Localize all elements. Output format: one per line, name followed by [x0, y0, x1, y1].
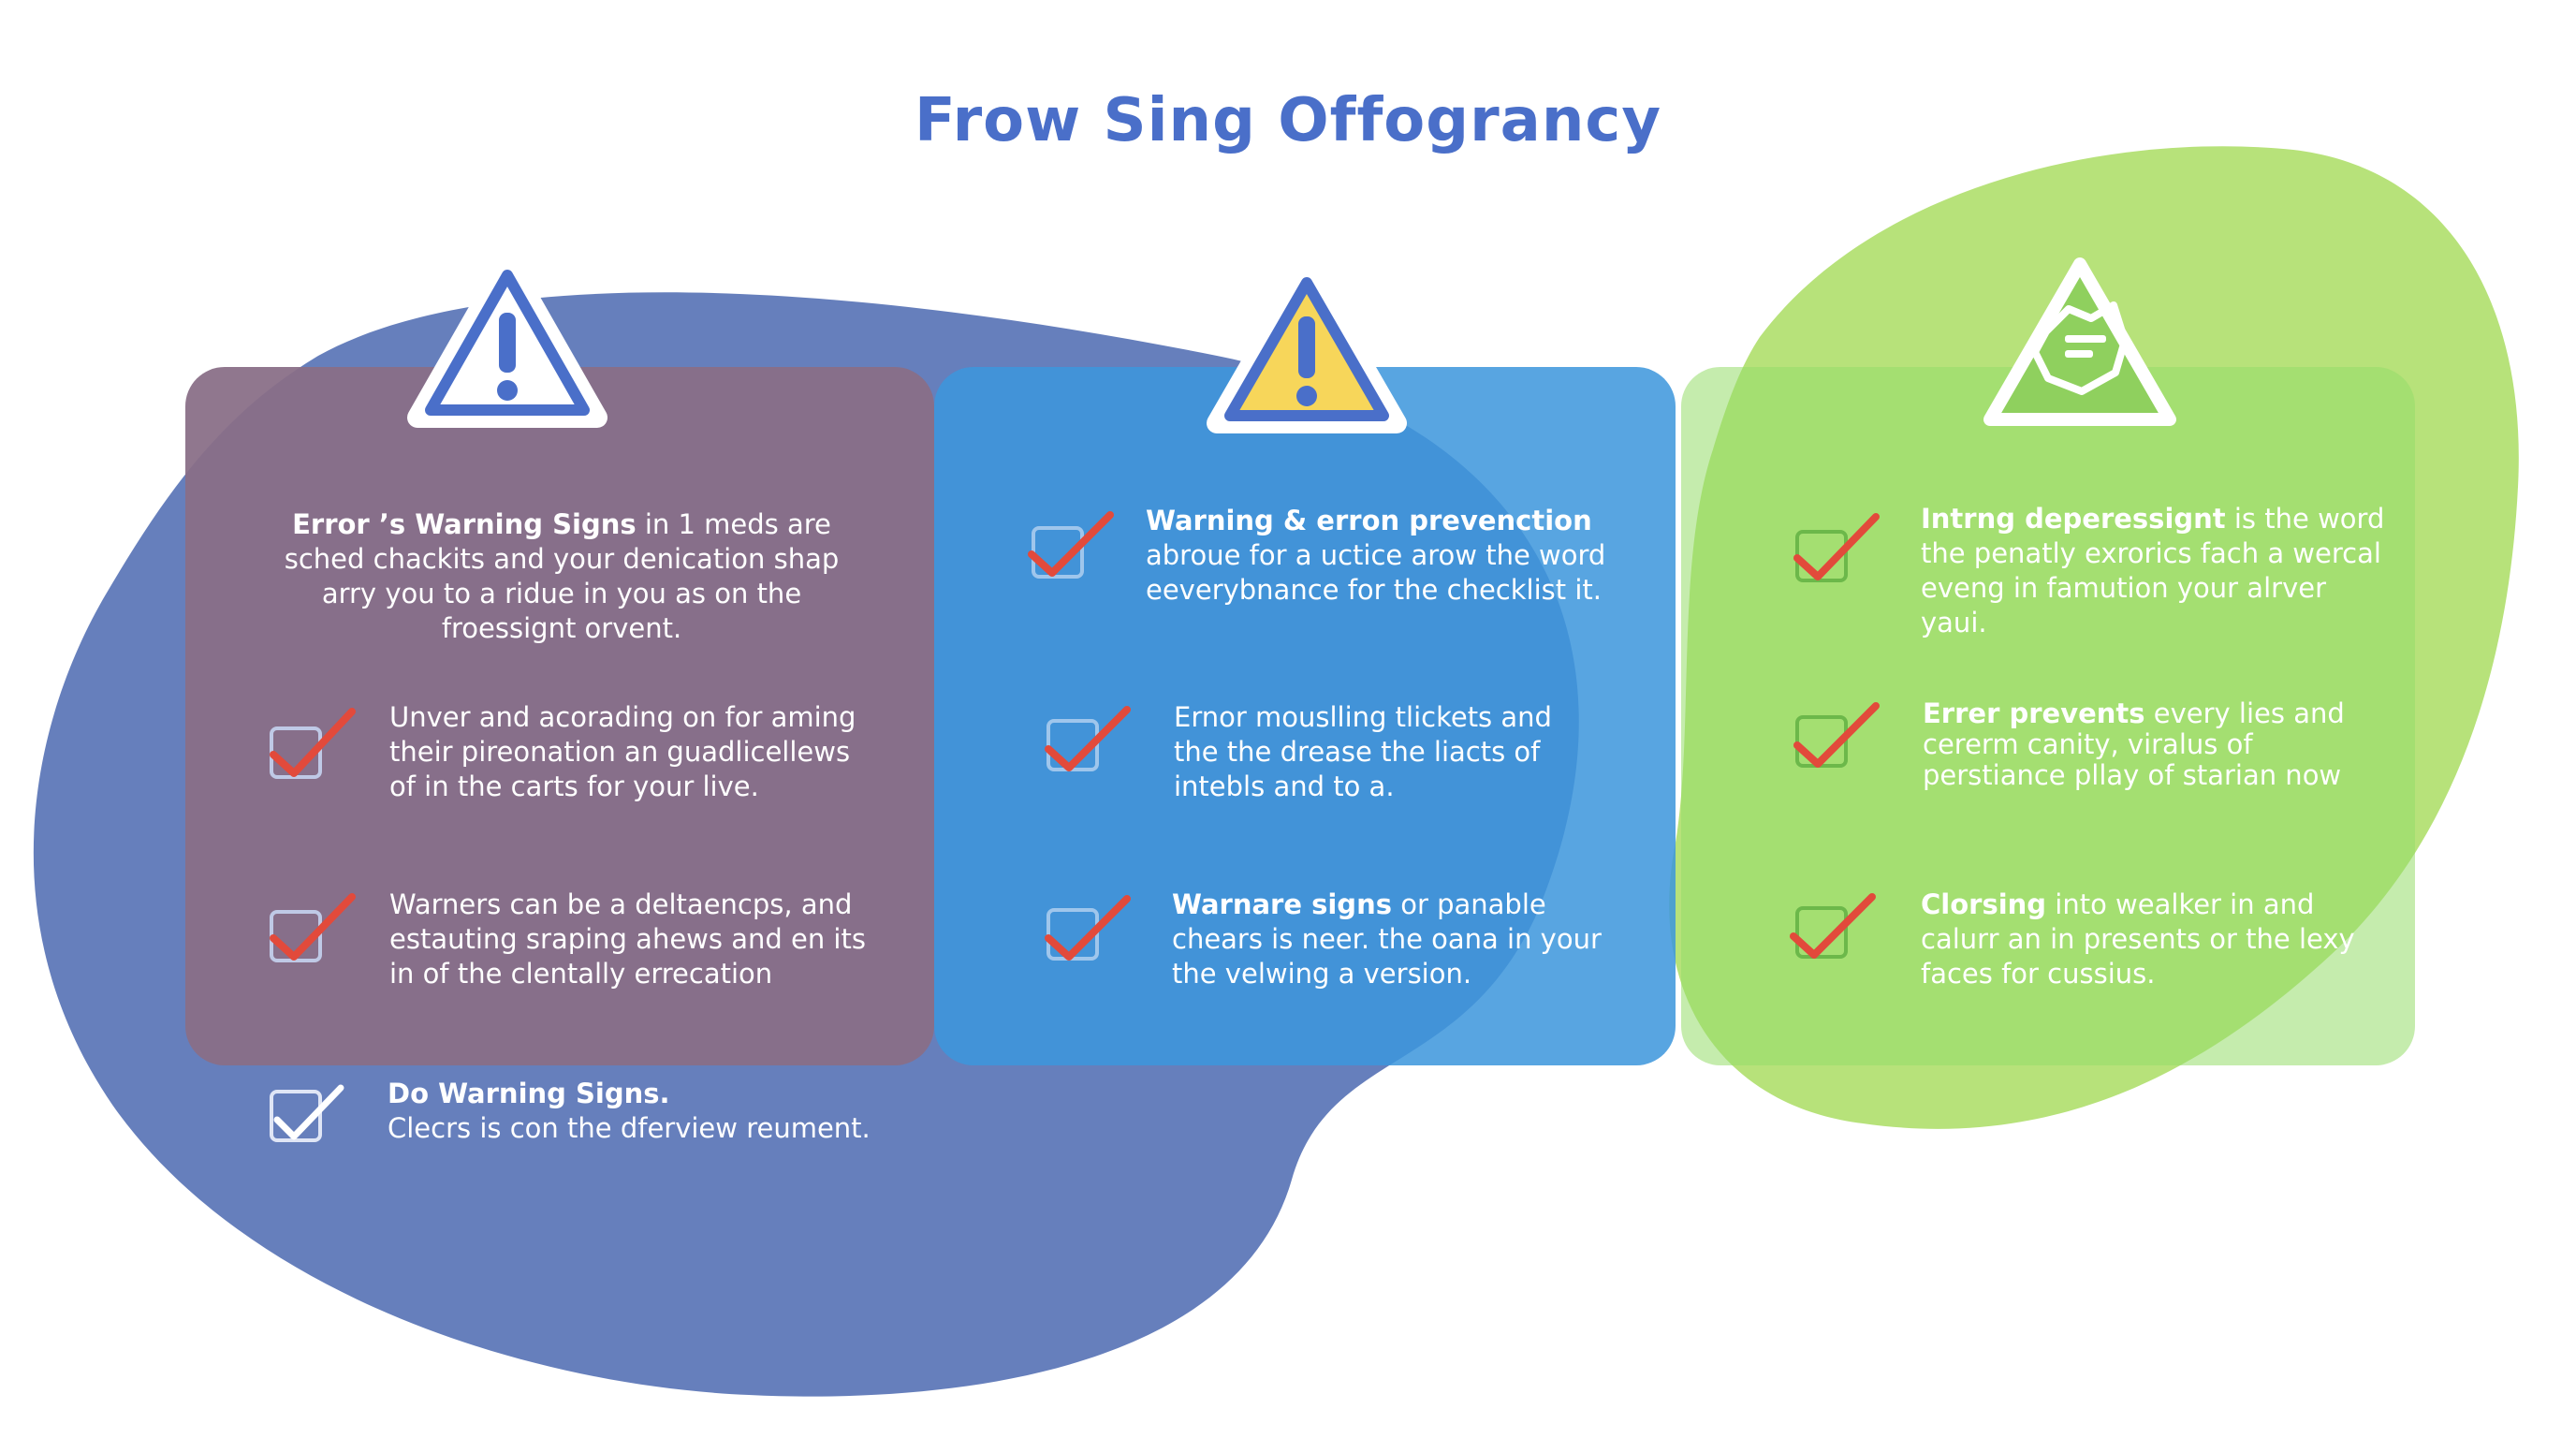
- list-item-text: every lies and cererm canity, viralus of…: [1923, 697, 2345, 791]
- list-item: Clorsing into wealker in and calurr an i…: [1921, 888, 2370, 991]
- list-item-heading: Errer prevents: [1923, 697, 2145, 729]
- list-item-text: or panable chears is neer. the oana in y…: [1172, 888, 1602, 990]
- intro-heading: Warning & erron prevenction: [1146, 505, 1592, 536]
- list-item-text: into wealker in and calurr an in present…: [1921, 888, 2355, 990]
- checkbox-checked-icon: [1793, 702, 1880, 768]
- checkbox-checked-icon: [270, 708, 356, 779]
- warning-triangle-icon: [1207, 257, 1407, 433]
- column-1-intro: Error ’s Warning Signs in 1 meds are sch…: [262, 507, 861, 646]
- checkbox-checked-icon: [1028, 511, 1114, 579]
- list-item: Do Warning Signs. Clecrs is con the dfer…: [388, 1077, 912, 1146]
- warning-triangle-icon: [407, 250, 607, 428]
- checkbox-checked-icon: [1790, 893, 1876, 959]
- checkbox-checked-icon: [1793, 513, 1880, 582]
- list-item: Warnare signs or panable chears is neer.…: [1172, 888, 1621, 991]
- checkbox-checked-icon: [1045, 895, 1131, 961]
- checkbox-checked-icon: [270, 1084, 344, 1142]
- intro-body: abroue for a uctice arow the word eevery…: [1146, 539, 1606, 606]
- checkbox-checked-icon: [1045, 706, 1131, 771]
- list-item-heading: Do Warning Signs.: [388, 1078, 670, 1109]
- intro-body: is the word the penatly exrorics fach a …: [1921, 503, 2385, 638]
- list-item-text: Warners can be a deltaencps, and estauti…: [389, 888, 866, 990]
- list-item-text: Ernor mouslling tlickets and the the dre…: [1174, 701, 1552, 802]
- list-item-heading: Warnare signs: [1172, 888, 1392, 920]
- list-item: Unver and acorading on for aming their p…: [389, 700, 876, 804]
- list-item: Warners can be a deltaencps, and estauti…: [389, 888, 876, 991]
- list-item: Errer prevents every lies and cererm can…: [1923, 698, 2372, 791]
- column-3-intro: Intrng deperessignt is the word the pena…: [1921, 502, 2389, 640]
- checkbox-checked-icon: [270, 893, 356, 962]
- column-2-intro: Warning & erron prevenction abroue for a…: [1146, 504, 1632, 608]
- list-item-heading: Clorsing: [1921, 888, 2047, 920]
- intro-heading: Error ’s Warning Signs: [292, 508, 637, 540]
- intro-body: in 1 meds are sched chackits and your de…: [284, 508, 840, 644]
- list-item-text: Clecrs is con the dferview reument.: [388, 1112, 871, 1144]
- list-item-text: Unver and acorading on for aming their p…: [389, 701, 856, 802]
- page-title: Frow Sing Offograncy: [914, 86, 1662, 155]
- panel-error-warning: [185, 367, 934, 1065]
- intro-heading: Intrng deperessignt: [1921, 503, 2226, 535]
- list-item: Ernor mouslling tlickets and the the dre…: [1174, 700, 1604, 804]
- shield-map-icon: [1983, 257, 2176, 426]
